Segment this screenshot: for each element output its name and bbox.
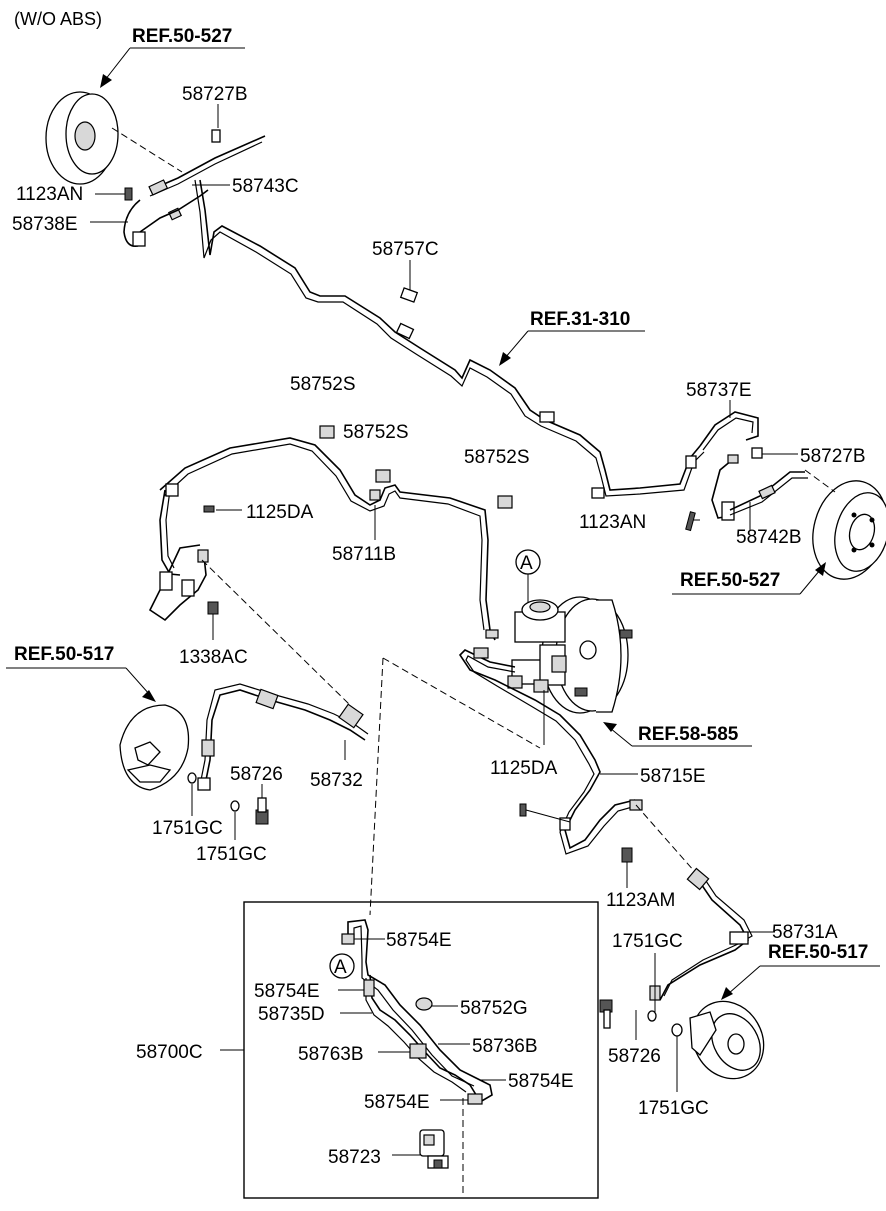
- variant-note: (W/O ABS): [14, 9, 102, 29]
- bolt-1123AM: [621, 847, 633, 863]
- arrow-icon: [721, 987, 733, 1000]
- label-1125DA-center: 1125DA: [490, 758, 558, 779]
- fitting-58754E-1: [341, 933, 355, 945]
- label-58754E-1: 58754E: [386, 930, 452, 951]
- bolt-1125DA-center: [519, 803, 527, 817]
- label-58727B-top: 58727B: [182, 84, 248, 105]
- label-1123AM: 1123AM: [606, 890, 675, 911]
- clip-58757C: [399, 287, 419, 303]
- svg-text:A: A: [334, 957, 347, 978]
- fitting: [197, 549, 209, 563]
- label-1751GC-r2: 1751GC: [638, 1098, 709, 1119]
- label-1123AN-top: 1123AN: [16, 184, 83, 205]
- ref-fuel-line: REF.31-310: [530, 309, 630, 330]
- clip-58752S-a: [319, 425, 335, 439]
- left-brake-line: [159, 437, 491, 631]
- label-58723: 58723: [328, 1147, 381, 1168]
- washer: [671, 1023, 683, 1037]
- label-58754E-2: 58754E: [254, 981, 320, 1002]
- label-58738E: 58738E: [12, 214, 78, 235]
- label-1123AN-right: 1123AN: [579, 512, 646, 533]
- main-brake-line: [199, 179, 701, 491]
- bolt-1125DA-left: [203, 505, 215, 513]
- arrow-icon: [142, 690, 156, 702]
- washer: [187, 772, 197, 784]
- fitting-58754E-2: [363, 979, 375, 997]
- clip-58752S-c: [497, 495, 513, 509]
- clip: [159, 571, 173, 591]
- fitting: [255, 688, 279, 710]
- label-58754E-3: 58754E: [508, 1071, 574, 1092]
- label-1751GC-r1: 1751GC: [612, 931, 683, 952]
- label-58752S-a: 58752S: [290, 374, 356, 395]
- clip-58727B: [211, 129, 221, 143]
- bolt-1338AC: [207, 601, 219, 615]
- clip-58727B-right: [751, 447, 763, 459]
- fitting-58754E-4: [467, 1093, 483, 1105]
- rear-drum-right: [812, 480, 886, 580]
- label-58736B: 58736B: [472, 1036, 538, 1057]
- master-cylinder: [507, 599, 567, 693]
- bolt-1123AN-right: [685, 511, 696, 532]
- arrow-icon: [100, 74, 112, 88]
- label-58727B-right: 58727B: [800, 446, 866, 467]
- label-58743C: 58743C: [232, 176, 299, 197]
- front-left-brake-plate: [119, 704, 190, 791]
- ref-front-left-brake: REF.50-517: [14, 644, 114, 665]
- svg-text:A: A: [520, 553, 533, 574]
- ref-front-right-brake: REF.50-517: [768, 942, 868, 963]
- arrow-icon: [815, 562, 826, 576]
- label-58732: 58732: [310, 770, 363, 791]
- label-58700C: 58700C: [136, 1042, 203, 1063]
- fitting: [473, 647, 489, 659]
- clip-58752S-b: [375, 469, 391, 483]
- clip: [165, 483, 179, 497]
- label-58752G: 58752G: [460, 998, 528, 1019]
- left-loop-line: [148, 544, 207, 622]
- label-1751GC-l1: 1751GC: [152, 818, 223, 839]
- label-58763B: 58763B: [298, 1044, 364, 1065]
- label-58757C: 58757C: [372, 239, 439, 260]
- label-58752S-b: 58752S: [343, 422, 409, 443]
- label-58752S-c: 58752S: [464, 447, 530, 468]
- label-58735D: 58735D: [258, 1004, 325, 1025]
- label-58737E: 58737E: [686, 380, 752, 401]
- label-58731A: 58731A: [772, 922, 838, 943]
- rear-hose-right: [699, 411, 759, 447]
- label-58711B: 58711B: [332, 544, 396, 565]
- front-right-disc: [689, 1000, 765, 1080]
- washer: [647, 1010, 657, 1022]
- clip-58752G: [415, 997, 433, 1011]
- bolt-1123AN: [124, 187, 133, 201]
- clip: [132, 231, 146, 247]
- label-1125DA-left: 1125DA: [246, 502, 314, 523]
- valve-58723: [419, 1129, 449, 1169]
- clip: [181, 579, 195, 597]
- marker-a-inset: [329, 953, 355, 979]
- label-58726-right: 58726: [608, 1046, 661, 1067]
- ref-front-left-top: REF.50-527: [132, 26, 232, 47]
- brake-hose-top-left: [123, 199, 141, 248]
- bracket: [721, 501, 735, 521]
- front-right-hose: [659, 874, 750, 1001]
- label-58715E: 58715E: [640, 766, 706, 787]
- fitting: [686, 867, 710, 891]
- label-1338AC: 1338AC: [179, 647, 248, 668]
- label-1751GC-l2: 1751GC: [196, 844, 267, 865]
- label-58726-left: 58726: [230, 764, 283, 785]
- label-58754E-4: 58754E: [364, 1092, 430, 1113]
- arrow-icon: [499, 352, 511, 366]
- clip-58763B: [409, 1043, 427, 1059]
- fitting: [148, 179, 169, 196]
- clip: [729, 931, 749, 945]
- ref-rear-drum-right: REF.50-527: [680, 570, 780, 591]
- ref-booster: REF.58-585: [638, 724, 739, 745]
- label-58742B: 58742B: [736, 527, 802, 548]
- washer: [230, 800, 240, 812]
- front-left-brake-plate-top: [45, 91, 119, 185]
- arrow-icon: [603, 722, 617, 732]
- bolt-shank: [603, 1009, 611, 1029]
- right-front-line: [458, 649, 636, 850]
